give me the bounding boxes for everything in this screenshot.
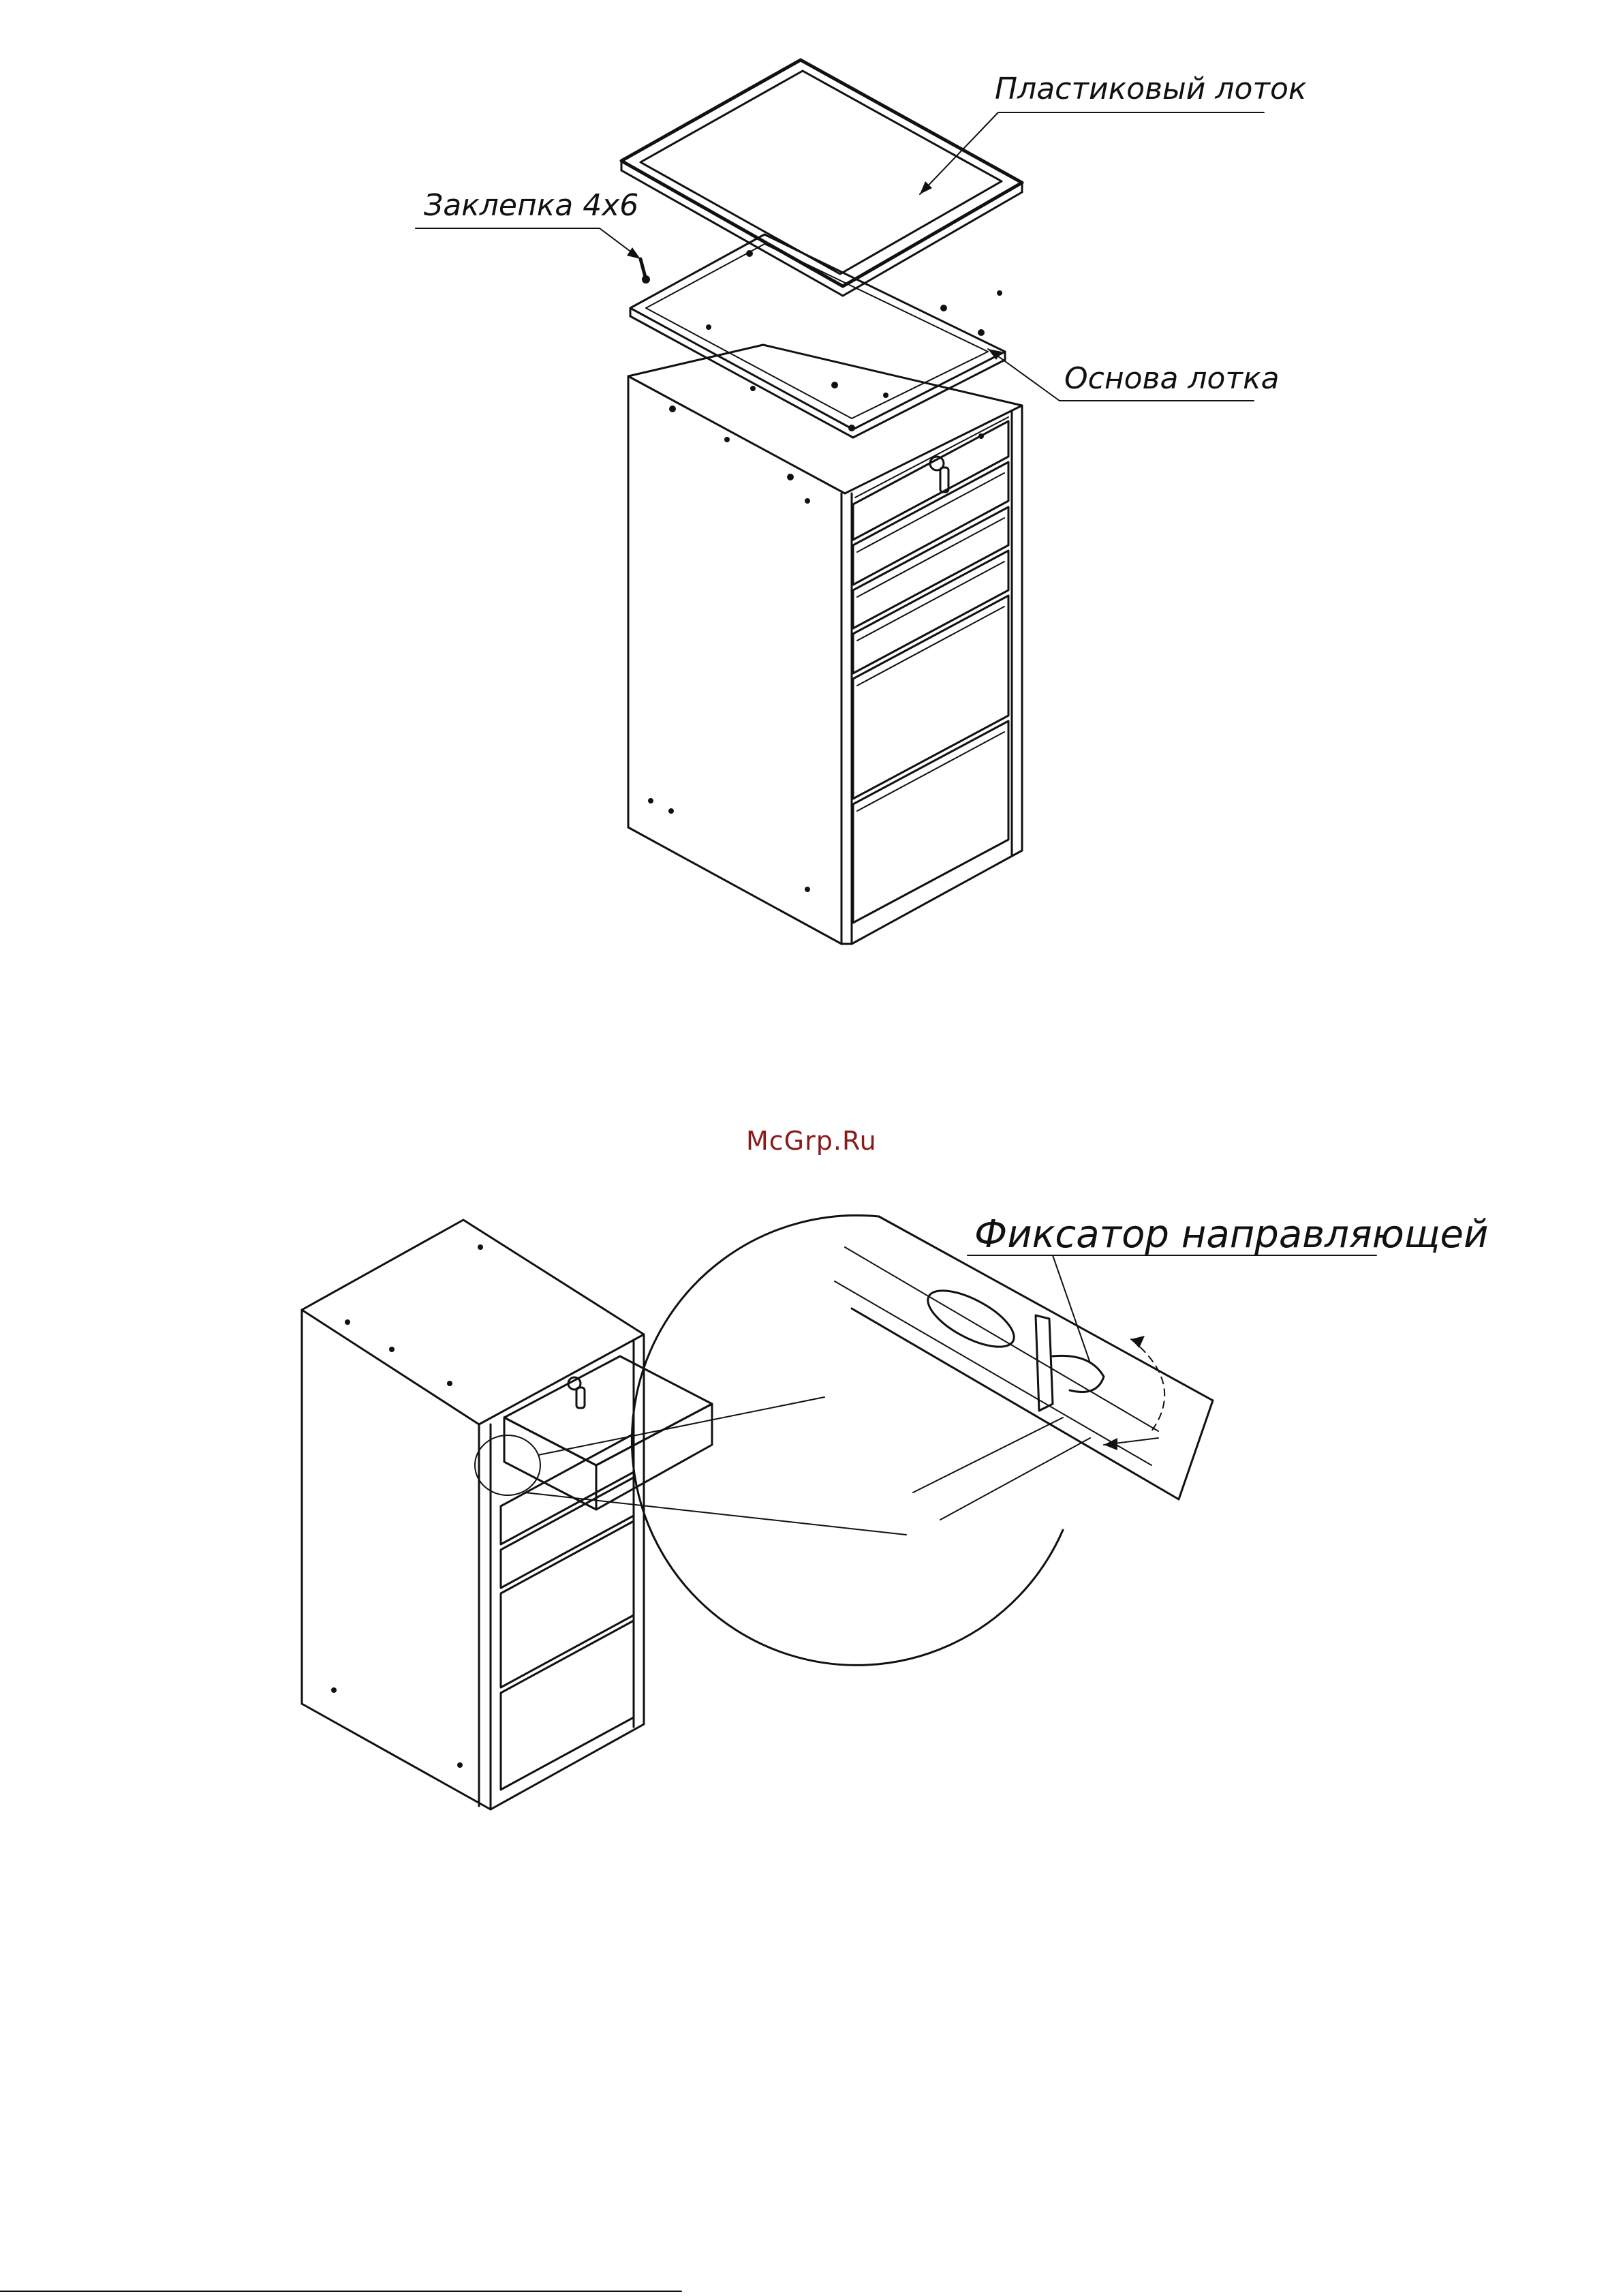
callout-rivet: Заклепка 4х6: [416, 188, 640, 259]
rivet-icon: [640, 259, 650, 284]
detail-marker-circle: [475, 1435, 540, 1495]
callout-tray-base: Основа лотка: [988, 349, 1280, 401]
cabinet-tray-assembly-diagram: Пластиковый лоток Заклепка 4х6 Основа ло…: [0, 0, 1623, 1022]
cabinet-open-drawer: [302, 1220, 712, 1809]
callout-rivet-label: Заклепка 4х6: [424, 188, 638, 223]
callout-tray-base-label: Основа лотка: [1064, 361, 1280, 396]
plastic-tray: [621, 60, 1022, 296]
callout-plastic-tray-label: Пластиковый лоток: [995, 72, 1307, 106]
cabinet-body: [628, 345, 1022, 944]
watermark: McGrp.Ru: [746, 1126, 877, 1156]
callout-rail-lock: Фиксатор направляющей: [968, 1212, 1488, 1363]
lock-icon-bottom: [568, 1377, 585, 1408]
callout-plastic-tray: Пластиковый лоток: [920, 72, 1307, 194]
rail-detail-magnified: [632, 1215, 1213, 1665]
callout-rail-lock-label: Фиксатор направляющей: [974, 1212, 1488, 1257]
cabinet-drawers: [853, 421, 1008, 923]
